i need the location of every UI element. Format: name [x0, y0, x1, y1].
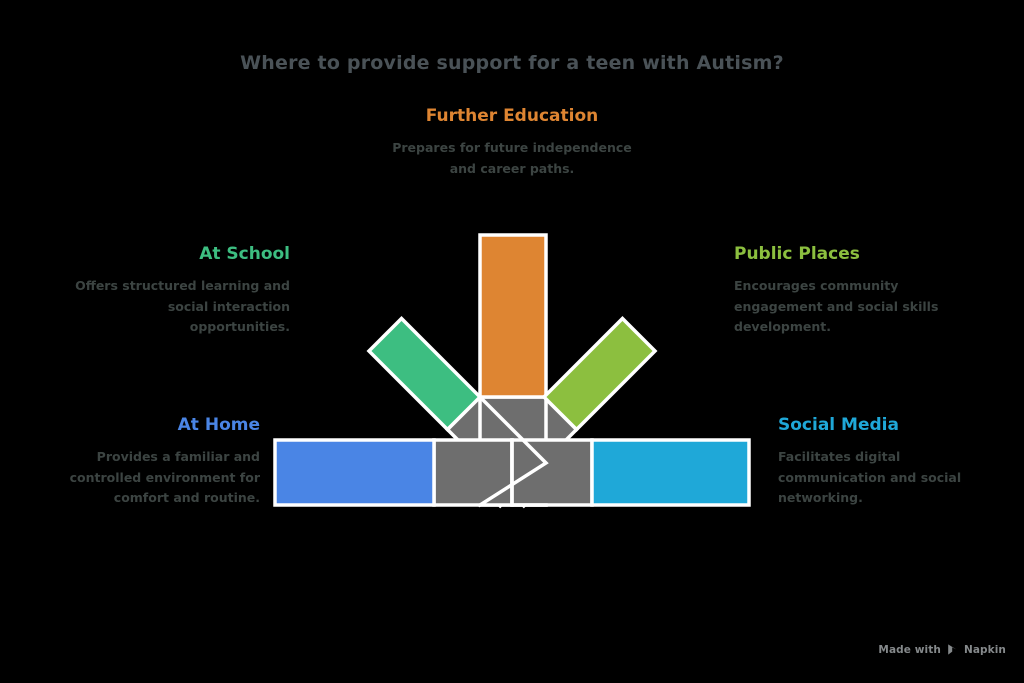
center-chevron-lower	[510, 438, 548, 507]
watermark-prefix: Made with	[878, 643, 941, 656]
label-social-media-title: Social Media	[778, 415, 899, 435]
watermark-brand: Napkin	[963, 643, 1006, 656]
bar-social-media[interactable]	[590, 438, 751, 507]
label-at-home-description: Provides a familiar and controlled envir…	[69, 449, 260, 505]
label-further-education-title: Further Education	[425, 106, 599, 126]
page-title: Where to provide support for a teen with…	[240, 52, 784, 74]
tail-at-home-shape	[432, 438, 514, 507]
napkin-watermark[interactable]: Made with Napkin	[878, 643, 1006, 656]
label-public-places[interactable]: Public Places Encourages community engag…	[734, 244, 949, 337]
label-at-school-description: Offers structured learning and social in…	[75, 278, 290, 334]
bar-at-school[interactable]	[366, 316, 483, 433]
label-at-home[interactable]: At Home Provides a familiar and controll…	[60, 415, 260, 508]
napkin-logo-icon	[946, 643, 959, 656]
bar-further-education[interactable]	[478, 233, 548, 399]
tail-social-media-shape	[510, 438, 594, 507]
bar-at-home[interactable]	[273, 438, 436, 507]
label-further-education[interactable]: Further Education Prepares for future in…	[387, 106, 637, 179]
label-at-school-title: At School	[199, 244, 290, 264]
label-at-home-title: At Home	[177, 415, 260, 435]
bar-public-places[interactable]	[541, 316, 658, 433]
label-further-education-description: Prepares for future independence and car…	[392, 140, 632, 176]
label-at-school[interactable]: At School Offers structured learning and…	[75, 244, 290, 337]
label-social-media[interactable]: Social Media Facilitates digital communi…	[778, 415, 978, 508]
label-social-media-description: Facilitates digital communication and so…	[778, 449, 962, 505]
center-chevron-upper	[477, 394, 549, 508]
label-public-places-title: Public Places	[734, 244, 860, 264]
label-public-places-description: Encourages community engagement and soci…	[734, 278, 939, 334]
